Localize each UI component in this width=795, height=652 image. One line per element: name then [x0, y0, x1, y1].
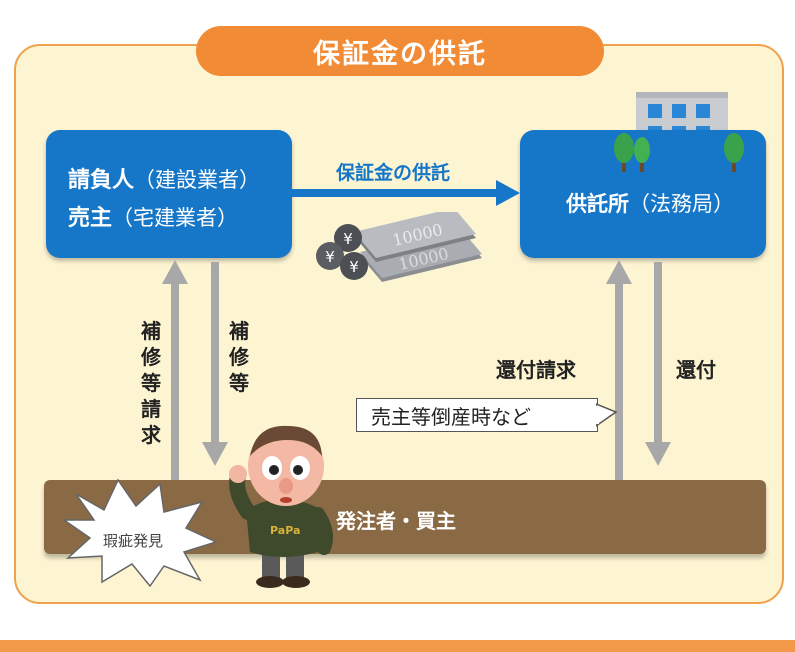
contractor-label: 請負人	[68, 168, 135, 193]
refund-request-label: 還付請求	[496, 358, 576, 382]
refund-request-arrow	[615, 282, 623, 480]
bottom-accent-bar	[0, 640, 795, 652]
bankruptcy-callout: 売主等倒産時など	[356, 398, 598, 432]
refund-arrow	[654, 262, 662, 444]
burst-shape	[62, 478, 219, 588]
repair-arrow	[211, 262, 219, 444]
defect-found-label: 瑕疵発見	[103, 532, 164, 550]
contractor-seller-box: 請負人（建設業者） 売主（宅建業者）	[46, 130, 292, 258]
yen-coin-icon: ¥	[349, 258, 359, 276]
diagram-title: 保証金の供託	[196, 26, 604, 76]
callout-tail	[596, 403, 618, 427]
seller-line: 売主（宅建業者）	[68, 200, 238, 232]
yen-coin-icon: ¥	[325, 248, 335, 266]
seller-detail: （宅建業者）	[112, 206, 239, 230]
svg-text:PaPa: PaPa	[270, 524, 300, 537]
contractor-line: 請負人（建設業者）	[68, 162, 260, 194]
deposit-arrow-label: 保証金の供託	[336, 162, 451, 184]
depository-line: 供託所（法務局）	[566, 188, 734, 218]
yen-coin-icon: ¥	[343, 230, 353, 248]
contractor-detail: （建設業者）	[134, 168, 261, 192]
mascot-figure: PaPa	[229, 425, 333, 588]
refund-label: 還付	[676, 358, 716, 382]
deposit-arrow	[292, 180, 520, 206]
callout-text: 売主等倒産時など	[371, 404, 531, 429]
banknote-icon: 10000 10000 ¥ ¥ ¥	[316, 212, 482, 282]
client-buyer-label: 発注者・買主	[336, 509, 456, 533]
repair-label: 補修等	[229, 319, 249, 395]
depository-label: 供託所	[566, 192, 629, 216]
repair-request-arrow	[171, 282, 179, 480]
tree-icon	[614, 133, 744, 172]
seller-label: 売主	[68, 206, 113, 231]
repair-request-label: 補修等請求	[141, 319, 161, 447]
depository-detail: （法務局）	[629, 192, 734, 216]
